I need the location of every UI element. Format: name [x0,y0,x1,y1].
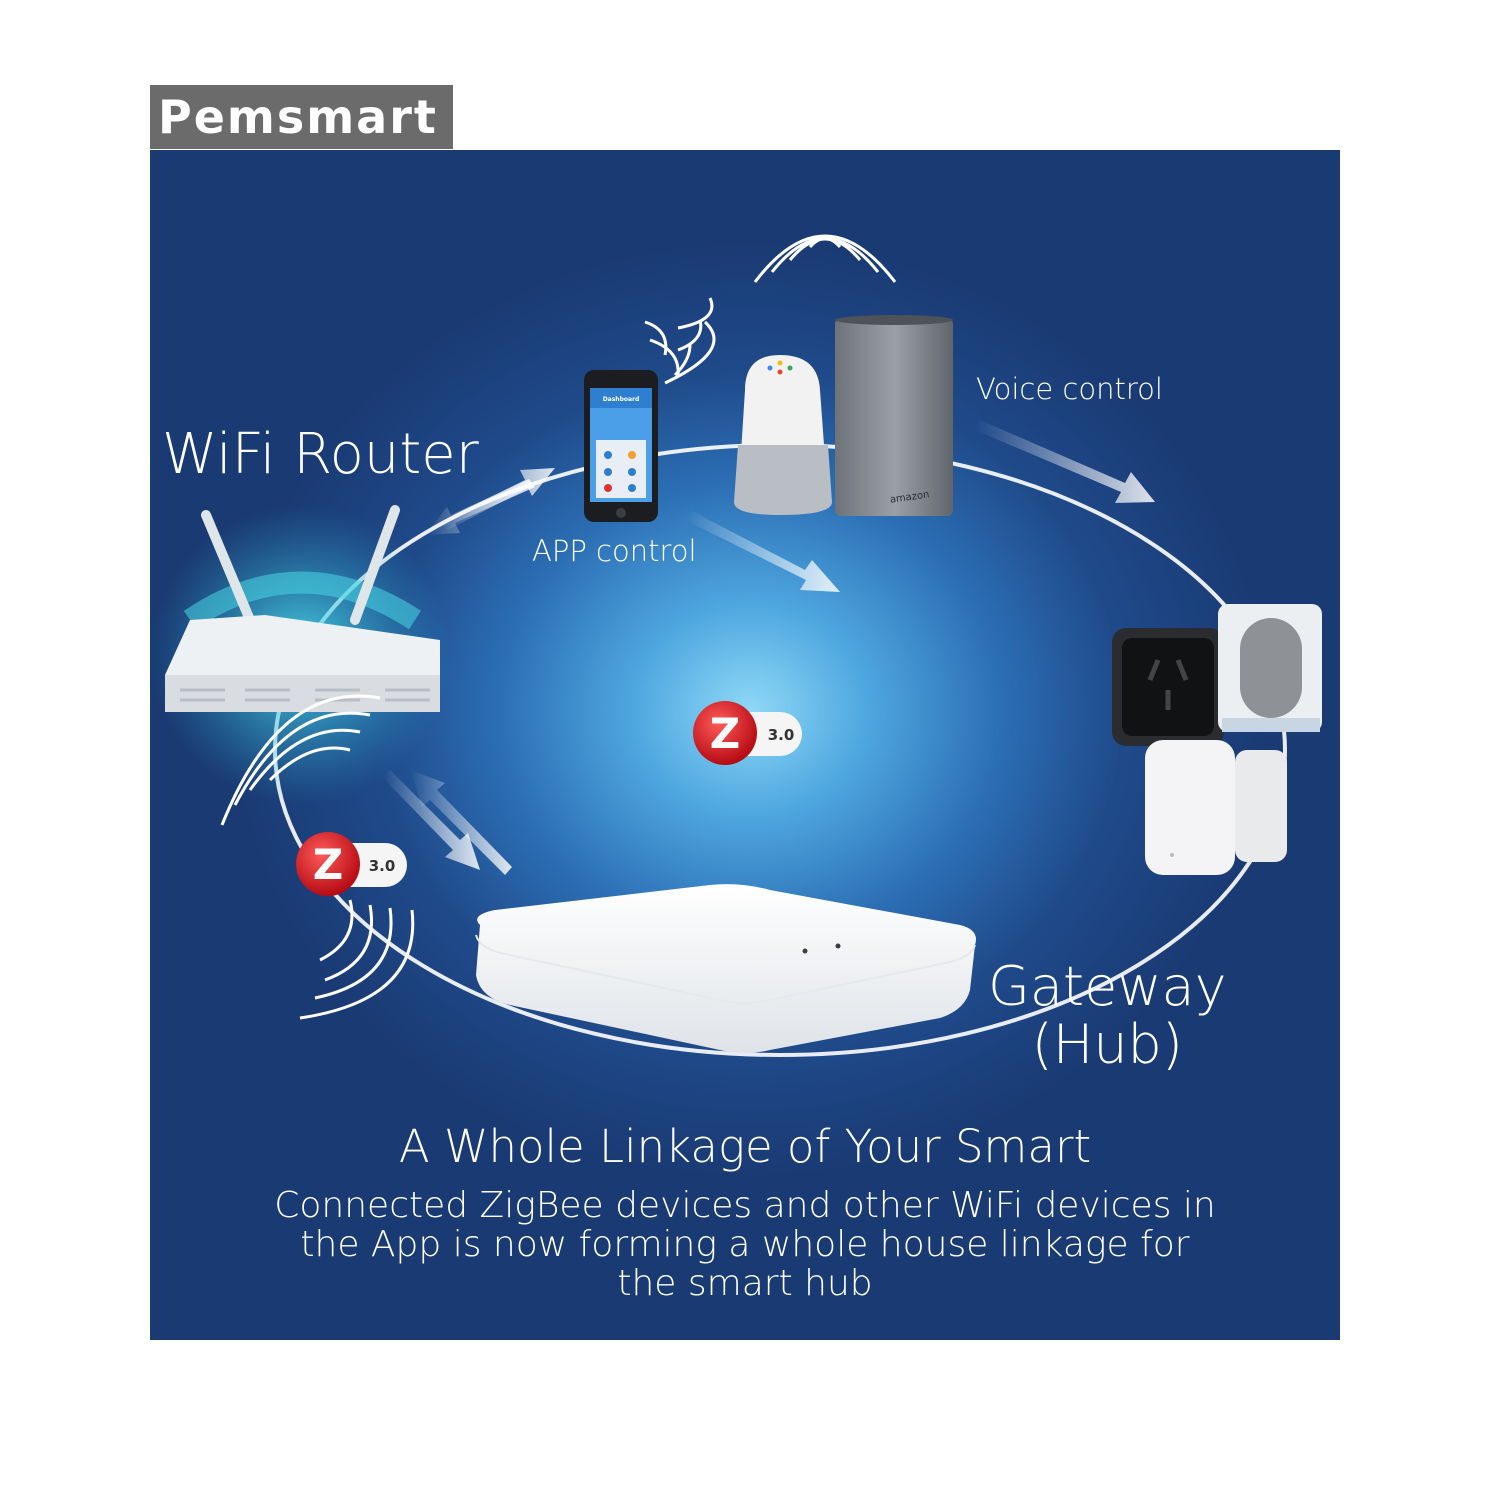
zigbee-letter: Z [710,709,740,758]
speaker-brand: amazon [889,489,930,505]
wifi-router-label: WiFi Router [162,422,479,487]
smart-speaker-icon [734,355,832,515]
gateway-label: Gateway (Hub) [988,958,1227,1074]
zigbee-version: 3.0 [768,726,795,744]
zigbee-badge-icon: Z 3.0 [693,701,802,765]
app-control-label: APP control [532,534,697,568]
gateway-label-line1: Gateway [988,955,1227,1018]
headline: A Whole Linkage of Your Smart [398,1120,1092,1173]
voice-control-label: Voice control [976,372,1163,406]
diagram-canvas: Dashboard amazon [150,234,1322,1057]
smartphone-icon: Dashboard [584,370,658,522]
smart-speaker-icon: amazon [835,315,953,516]
phone-screen-title: Dashboard [603,396,640,403]
gateway-label-line2: (Hub) [1031,1013,1183,1076]
zigbee-letter: Z [313,840,343,889]
arrow-icon [383,420,1155,875]
brand-logo: Pemsmart [150,85,453,149]
description: Connected ZigBee devices and other WiFi … [274,1185,1216,1304]
diagram-panel: Dashboard amazon [150,150,1340,1340]
door-sensor-icon [1145,740,1287,875]
motion-sensor-icon [1218,604,1322,732]
wifi-router-icon [150,505,450,805]
gateway-hub-icon [475,884,976,1053]
signal-waves-icon [220,234,897,1020]
zigbee-version: 3.0 [369,857,396,875]
smart-plug-icon [1112,628,1224,746]
zigbee-badge-icon: Z 3.0 [296,832,407,896]
